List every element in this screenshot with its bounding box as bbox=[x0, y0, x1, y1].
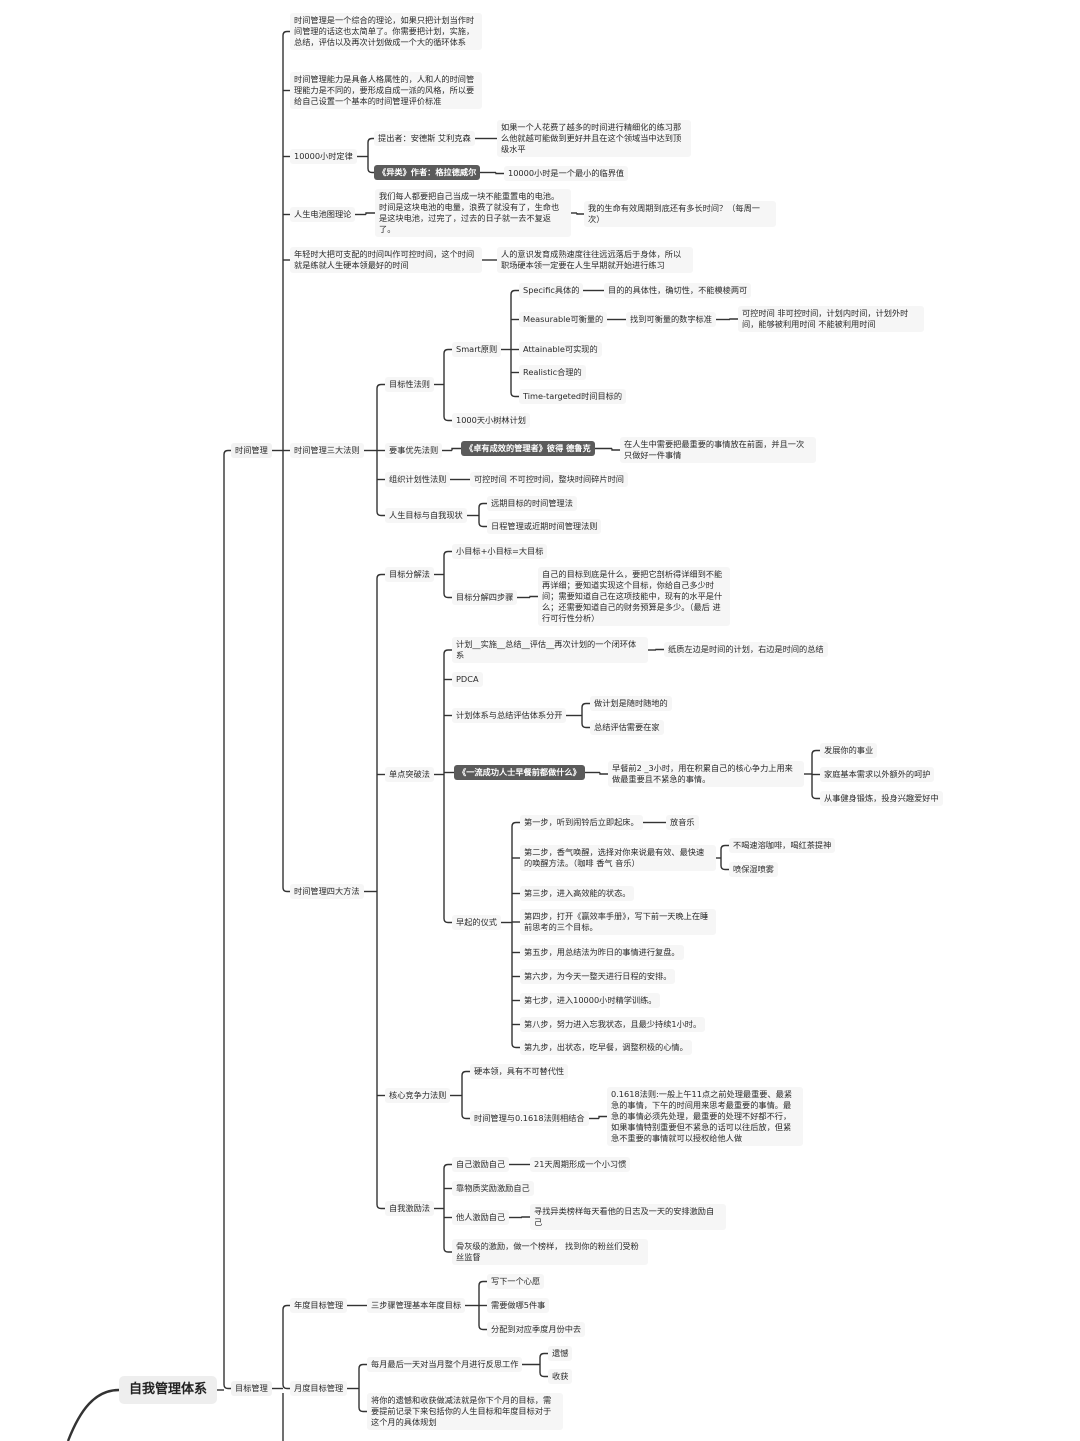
node-0618-note[interactable]: 0.1618法则:一般上午11点之前处理最重要、最紧急的事情，下午的时间用来思考… bbox=[607, 1087, 803, 1146]
node-pdca[interactable]: PDCA bbox=[452, 672, 483, 687]
node-step-8[interactable]: 第八步，努力进入忘我状态，且最少持续1小时。 bbox=[520, 1017, 706, 1032]
node-decomposition[interactable]: 目标分解法 bbox=[385, 567, 434, 582]
node-step-1-note[interactable]: 放音乐 bbox=[666, 815, 699, 830]
node-far-goal[interactable]: 远期目标的时间管理法 bbox=[487, 496, 577, 511]
node-review-home[interactable]: 总结评估需要在家 bbox=[590, 720, 664, 735]
node-intro-1[interactable]: 时间管理是一个综合的理论，如果只把计划当作时间管理的话这也太简单了。你需要把计划… bbox=[290, 13, 482, 50]
node-plan-anytime[interactable]: 做计划是随时随地的 bbox=[590, 696, 672, 711]
node-month-note[interactable]: 将你的遗憾和收获做减法就是你下个月的目标，需要提前记录下来包括你的人生目标和年度… bbox=[367, 1393, 563, 1430]
node-near-goal[interactable]: 日程管理或近期时间管理法则 bbox=[487, 519, 602, 534]
node-smart-realistic[interactable]: Realistic合理的 bbox=[519, 365, 586, 380]
node-closed-loop[interactable]: 计划__实施__总结__评估__再次计划的一个闭环体系 bbox=[452, 637, 648, 663]
node-year-goal[interactable]: 年度目标管理 bbox=[290, 1298, 348, 1313]
node-step-7[interactable]: 第七步，进入10000小时精学训练。 bbox=[520, 993, 661, 1008]
node-youth-note[interactable]: 人的意识发育成熟速度往往远远落后于身体，所以职场硬本领一定要在人生早期就开始进行… bbox=[497, 247, 693, 273]
node-motivate-self[interactable]: 自己激励自己 bbox=[452, 1157, 510, 1172]
node-life-goal[interactable]: 人生目标与自我现状 bbox=[385, 508, 467, 523]
node-battery-question[interactable]: 我的生命有效周期到底还有多长时间？（每周一次） bbox=[584, 201, 776, 227]
node-outliers-book[interactable]: 《异类》作者：格拉德威尔 bbox=[374, 165, 481, 180]
node-gain[interactable]: 收获 bbox=[548, 1369, 573, 1384]
node-step-5[interactable]: 第五步，用总结法为昨日的事情进行复盘。 bbox=[520, 945, 684, 960]
node-step-9[interactable]: 第九步，出状态，吃早餐，调整积极的心情。 bbox=[520, 1040, 692, 1055]
node-month-reflect[interactable]: 每月最后一天对当月整个月进行反思工作 bbox=[367, 1357, 523, 1372]
node-step-2[interactable]: 第二步，香气唤醒，选择对你来说最有效、最快速的唤醒方法。（咖啡 香气 音乐） bbox=[520, 845, 716, 871]
node-proposer-note[interactable]: 如果一个人花费了越多的时间进行精细化的练习那么他就越可能做到更好并且在这个领域当… bbox=[497, 120, 691, 157]
node-proposer[interactable]: 提出者：安德斯 艾利克森 bbox=[374, 131, 475, 146]
node-three-laws[interactable]: 时间管理三大法则 bbox=[290, 443, 364, 458]
node-single-point[interactable]: 单点突破法 bbox=[385, 767, 434, 782]
node-separate-systems[interactable]: 计划体系与总结评估体系分开 bbox=[452, 708, 567, 723]
node-measurable-note-2[interactable]: 可控时间 非可控时间，计划内时间，计划外时间，能够被利用时间 不能被利用时间 bbox=[738, 306, 924, 332]
node-0618-law[interactable]: 时间管理与0.1618法则相结合 bbox=[470, 1111, 589, 1126]
node-develop-career[interactable]: 发展你的事业 bbox=[820, 743, 878, 758]
root-node[interactable]: 自我管理体系 bbox=[119, 1376, 218, 1404]
node-four-methods[interactable]: 时间管理四大方法 bbox=[290, 884, 364, 899]
node-core-competence[interactable]: 核心竞争力法则 bbox=[385, 1088, 451, 1103]
node-family-care[interactable]: 家庭基本需求以外额外的呵护 bbox=[820, 767, 935, 782]
node-org-note[interactable]: 可控时间 不可控时间，整块时间碎片时间 bbox=[470, 472, 628, 487]
node-three-step-year[interactable]: 三步骤管理基本年度目标 bbox=[367, 1298, 466, 1313]
node-battery-theory[interactable]: 人生电池图理论 bbox=[290, 207, 356, 222]
node-step-2-spray[interactable]: 喷保湿喷雾 bbox=[729, 862, 778, 877]
node-intro-2[interactable]: 时间管理能力是具备人格属性的，人和人的时间管理能力是不同的，要形成自成一派的风格… bbox=[290, 72, 482, 109]
node-breakfast-book[interactable]: 《一流成功人士早餐前都做什么》 bbox=[454, 765, 585, 780]
node-step-1[interactable]: 第一步，听到闹铃后立即起床。 bbox=[520, 815, 643, 830]
node-self-motivation[interactable]: 自我激励法 bbox=[385, 1201, 434, 1216]
node-fitness-hobby[interactable]: 从事健身锻炼，投身兴趣爱好中 bbox=[820, 791, 943, 806]
node-others-motivate[interactable]: 他人激励自己 bbox=[452, 1210, 510, 1225]
node-smart[interactable]: Smart原则 bbox=[452, 342, 502, 357]
node-measurable-note[interactable]: 找到可衡量的数字标准 bbox=[626, 312, 716, 327]
node-morning-ritual[interactable]: 早起的仪式 bbox=[452, 915, 501, 930]
node-allocate-quarter[interactable]: 分配到对应季度月份中去 bbox=[487, 1322, 586, 1337]
node-smart-attainable[interactable]: Attainable可实现的 bbox=[519, 342, 602, 357]
node-goal-management[interactable]: 目标管理 bbox=[231, 1381, 272, 1396]
node-closed-loop-note[interactable]: 纸质左边是时间的计划，右边是时间的总结 bbox=[664, 642, 828, 657]
node-youth-time[interactable]: 年轻时大把可支配的时间叫作可控时间，这个时间就是练就人生硬本领最好的时间 bbox=[290, 247, 482, 273]
node-10000-hours[interactable]: 10000小时定律 bbox=[290, 149, 357, 164]
node-regret[interactable]: 遗憾 bbox=[548, 1346, 573, 1361]
node-step-4[interactable]: 第四步，打开《赢效率手册》，写下前一天晚上在睡前思考的三个目标。 bbox=[520, 909, 716, 935]
node-goal-law[interactable]: 目标性法则 bbox=[385, 377, 434, 392]
node-battery-text[interactable]: 我们每人都要把自己当成一块不能重置电的电池。时间是这块电池的电量，浪费了就没有了… bbox=[375, 189, 571, 237]
node-four-steps-text[interactable]: 自己的目标到底是什么，要把它剖析得详细到不能再详细；要知道实现这个目标，你给自己… bbox=[538, 567, 730, 626]
node-drucker-note[interactable]: 在人生中需要把最重要的事情放在前面，并且一次只做好一件事情 bbox=[620, 437, 816, 463]
node-smart-measurable[interactable]: Measurable可衡量的 bbox=[519, 312, 608, 327]
node-ultimate-motivation[interactable]: 骨灰级的激励，做一个榜样， 找到你的粉丝们受粉丝监督 bbox=[452, 1239, 648, 1265]
node-five-things[interactable]: 需要做哪5件事 bbox=[487, 1298, 550, 1313]
node-specific-note[interactable]: 目的的具体性，确切性，不能模棱两可 bbox=[604, 283, 752, 298]
node-breakfast-note[interactable]: 早餐前2 _3小时，用在积累自己的核心争力上用来做最重要且不紧急的事情。 bbox=[608, 761, 804, 787]
node-hard-skill[interactable]: 硬本领，具有不可替代性 bbox=[470, 1064, 569, 1079]
node-small-goals[interactable]: 小目标+小目标=大目标 bbox=[452, 544, 548, 559]
node-write-wish[interactable]: 写下一个心愿 bbox=[487, 1274, 545, 1289]
node-21-days[interactable]: 21天周期形成一个小习惯 bbox=[530, 1157, 631, 1172]
node-material-reward[interactable]: 靠物质奖励激励自己 bbox=[452, 1181, 534, 1196]
node-priority-law[interactable]: 要事优先法则 bbox=[385, 443, 443, 458]
node-month-goal[interactable]: 月度目标管理 bbox=[290, 1381, 348, 1396]
node-step-2-tea[interactable]: 不喝速溶咖啡，喝红茶提神 bbox=[729, 838, 836, 853]
node-four-steps[interactable]: 目标分解四步骤 bbox=[452, 590, 518, 605]
node-step-3[interactable]: 第三步，进入高效能的状态。 bbox=[520, 886, 635, 901]
node-org-law[interactable]: 组织计划性法则 bbox=[385, 472, 451, 487]
node-smart-time[interactable]: Time-targeted时间目标的 bbox=[519, 389, 627, 404]
node-1000-days[interactable]: 1000天小树林计划 bbox=[452, 413, 530, 428]
node-outliers-note[interactable]: 10000小时是一个最小的临界值 bbox=[504, 166, 629, 181]
node-smart-specific[interactable]: Specific具体的 bbox=[519, 283, 584, 298]
node-step-6[interactable]: 第六步，为今天一整天进行日程的安排。 bbox=[520, 969, 676, 984]
node-others-note[interactable]: 寻找异类榜样每天看他的日志及一天的安排激励自己 bbox=[530, 1204, 726, 1230]
node-drucker-book[interactable]: 《卓有成效的管理者》彼得 德鲁克 bbox=[461, 441, 595, 456]
node-time-management[interactable]: 时间管理 bbox=[231, 443, 272, 458]
